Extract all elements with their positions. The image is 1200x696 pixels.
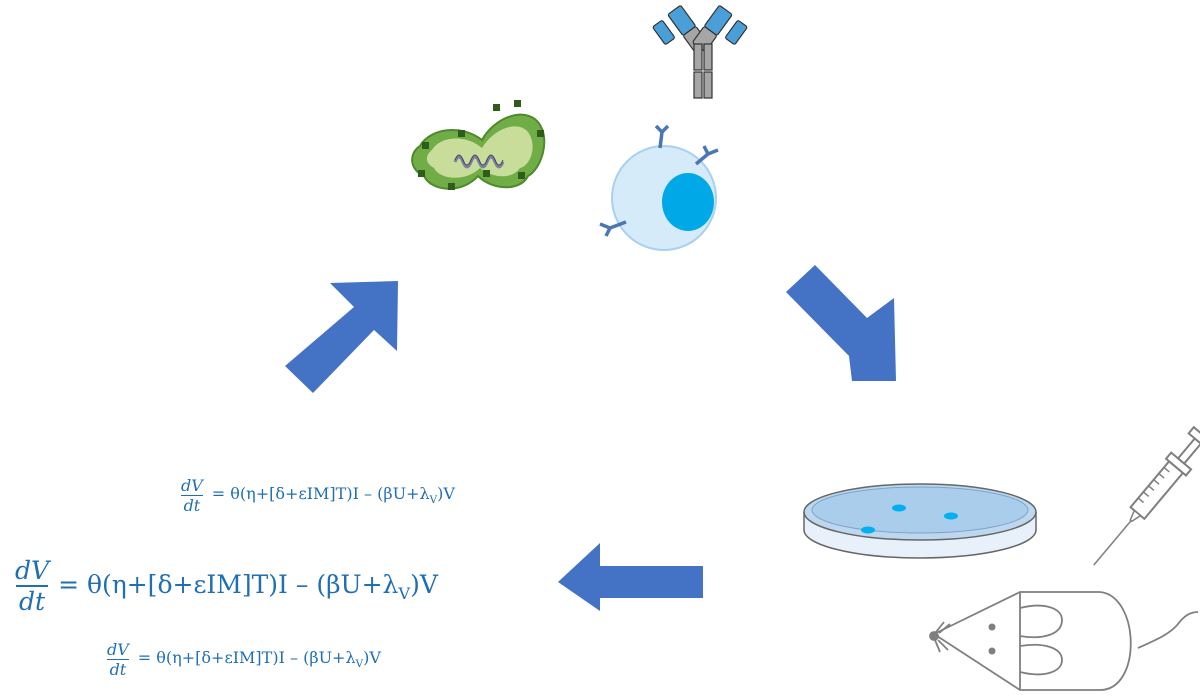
arrow-left bbox=[558, 543, 703, 611]
petri-dish-icon bbox=[803, 483, 1037, 559]
equation-rhs: = θ(η+[δ+εIM]T)I – (βU+λV)V bbox=[137, 648, 381, 671]
equation-bottom: dV dt = θ(η+[δ+εIM]T)I – (βU+λV)V bbox=[104, 640, 381, 679]
fraction-numerator: dV bbox=[15, 556, 50, 585]
arrow-up-right bbox=[285, 281, 398, 393]
equation-large: dV dt = θ(η+[δ+εIM]T)I – (βU+λV)V bbox=[12, 556, 438, 616]
derivative-fraction: dV dt bbox=[104, 640, 132, 679]
antibody-icon bbox=[652, 5, 748, 99]
fraction-numerator: dV bbox=[181, 476, 203, 495]
fraction-denominator: dt bbox=[180, 495, 204, 515]
syringe-icon bbox=[1093, 425, 1200, 566]
equation-top: dV dt = θ(η+[δ+εIM]T)I – (βU+λV)V bbox=[178, 476, 455, 515]
fraction-denominator: dt bbox=[106, 659, 130, 679]
arrow-down-right bbox=[786, 265, 896, 381]
b-cell-icon bbox=[599, 124, 719, 251]
derivative-fraction: dV dt bbox=[178, 476, 206, 515]
fraction-denominator: dt bbox=[16, 585, 49, 616]
fraction-numerator: dV bbox=[107, 640, 129, 659]
equation-rhs: = θ(η+[δ+εIM]T)I – (βU+λV)V bbox=[58, 569, 438, 603]
derivative-fraction: dV dt bbox=[12, 556, 52, 616]
equation-rhs: = θ(η+[δ+εIM]T)I – (βU+λV)V bbox=[211, 484, 455, 507]
mouse-icon bbox=[929, 591, 1199, 691]
bacterium-icon bbox=[411, 100, 546, 190]
